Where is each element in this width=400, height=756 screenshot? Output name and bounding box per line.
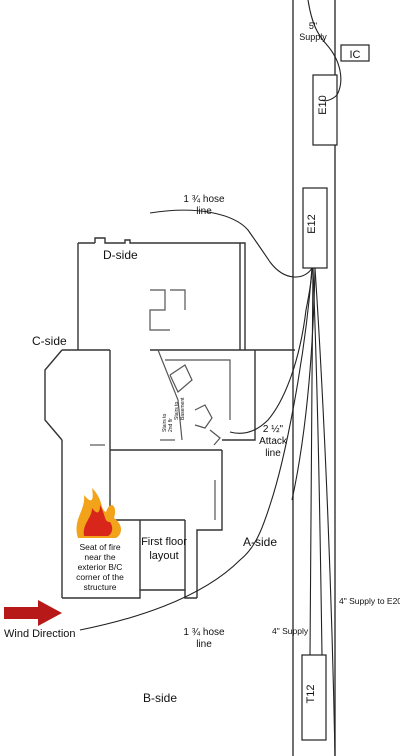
ic-box <box>340 44 370 62</box>
seat-of-fire-label-3: exterior B/C <box>78 562 123 572</box>
supply-4-e20-label: 4" Supply to E20 <box>339 596 400 606</box>
seat-of-fire-label-5: structure <box>83 582 116 592</box>
building-north-wall <box>94 237 246 350</box>
engine-e10 <box>312 74 338 146</box>
t12-label: T12 <box>305 685 317 704</box>
first-floor-label-2: layout <box>149 550 178 562</box>
supply-5-label-b: Supply <box>299 32 327 42</box>
stair-label-2: 2nd flr <box>168 418 174 432</box>
supply-5-line <box>307 0 342 102</box>
interior-wall-16 <box>209 429 221 446</box>
hose-top-label-1: 1 ¾ hose <box>183 194 225 205</box>
first-floor-label-1: First floor <box>141 536 187 548</box>
attack-label-3: line <box>265 448 281 459</box>
building-first-floor <box>44 237 295 599</box>
wind-arrow-icon <box>4 600 62 626</box>
d-side-label: D-side <box>103 248 138 262</box>
interior-wall-14 <box>169 364 193 393</box>
interior-wall-13 <box>165 359 231 420</box>
ic-label: IC <box>350 49 361 61</box>
seat-of-fire-label-1: Seat of fire <box>79 542 120 552</box>
stair-label-3: Stairs to <box>174 401 180 420</box>
building-south-wall <box>62 589 197 599</box>
supply-4-label: 4" Supply <box>272 626 309 636</box>
hose-bottom-label-2: line <box>196 639 212 650</box>
hose-bottom-label-1: 1 ¾ hose <box>183 627 225 638</box>
hose-line-top <box>149 209 313 278</box>
supply-4-line <box>312 267 323 656</box>
b-side-label: B-side <box>143 691 177 705</box>
seat-of-fire-label-2: near the <box>84 552 115 562</box>
stair-label-1: Stairs to <box>162 413 168 432</box>
attack-label-2: Attack <box>259 436 288 447</box>
seat-of-fire-label-4: corner of the <box>76 572 124 582</box>
building-east-wall-upper <box>222 350 256 441</box>
hose-line-bottom <box>79 267 313 631</box>
supply-4-line-b <box>309 267 314 656</box>
e10-label: E10 <box>317 95 329 115</box>
attack-label-1: 2 ½" <box>263 424 284 435</box>
fire-icon <box>76 488 121 538</box>
hose-top-label-2: line <box>196 206 212 217</box>
truck-t12 <box>301 654 327 741</box>
e12-label: E12 <box>306 214 318 234</box>
supply-5-label: 5" <box>309 21 317 31</box>
fire-inner-flame <box>83 505 113 536</box>
interior-wall-10 <box>149 289 170 331</box>
supply-4-e20-line <box>314 267 336 756</box>
interior-wall-15 <box>194 404 213 429</box>
building-east-wall-lower <box>196 450 223 598</box>
a-side-label: A-side <box>243 535 277 549</box>
interior-wall-12 <box>157 349 183 441</box>
wind-direction-label: Wind Direction <box>4 628 76 640</box>
c-side-label: C-side <box>32 334 67 348</box>
bay-window <box>44 349 63 441</box>
stair-label-4: Basement <box>180 397 186 420</box>
interior-wall-11 <box>170 289 186 310</box>
